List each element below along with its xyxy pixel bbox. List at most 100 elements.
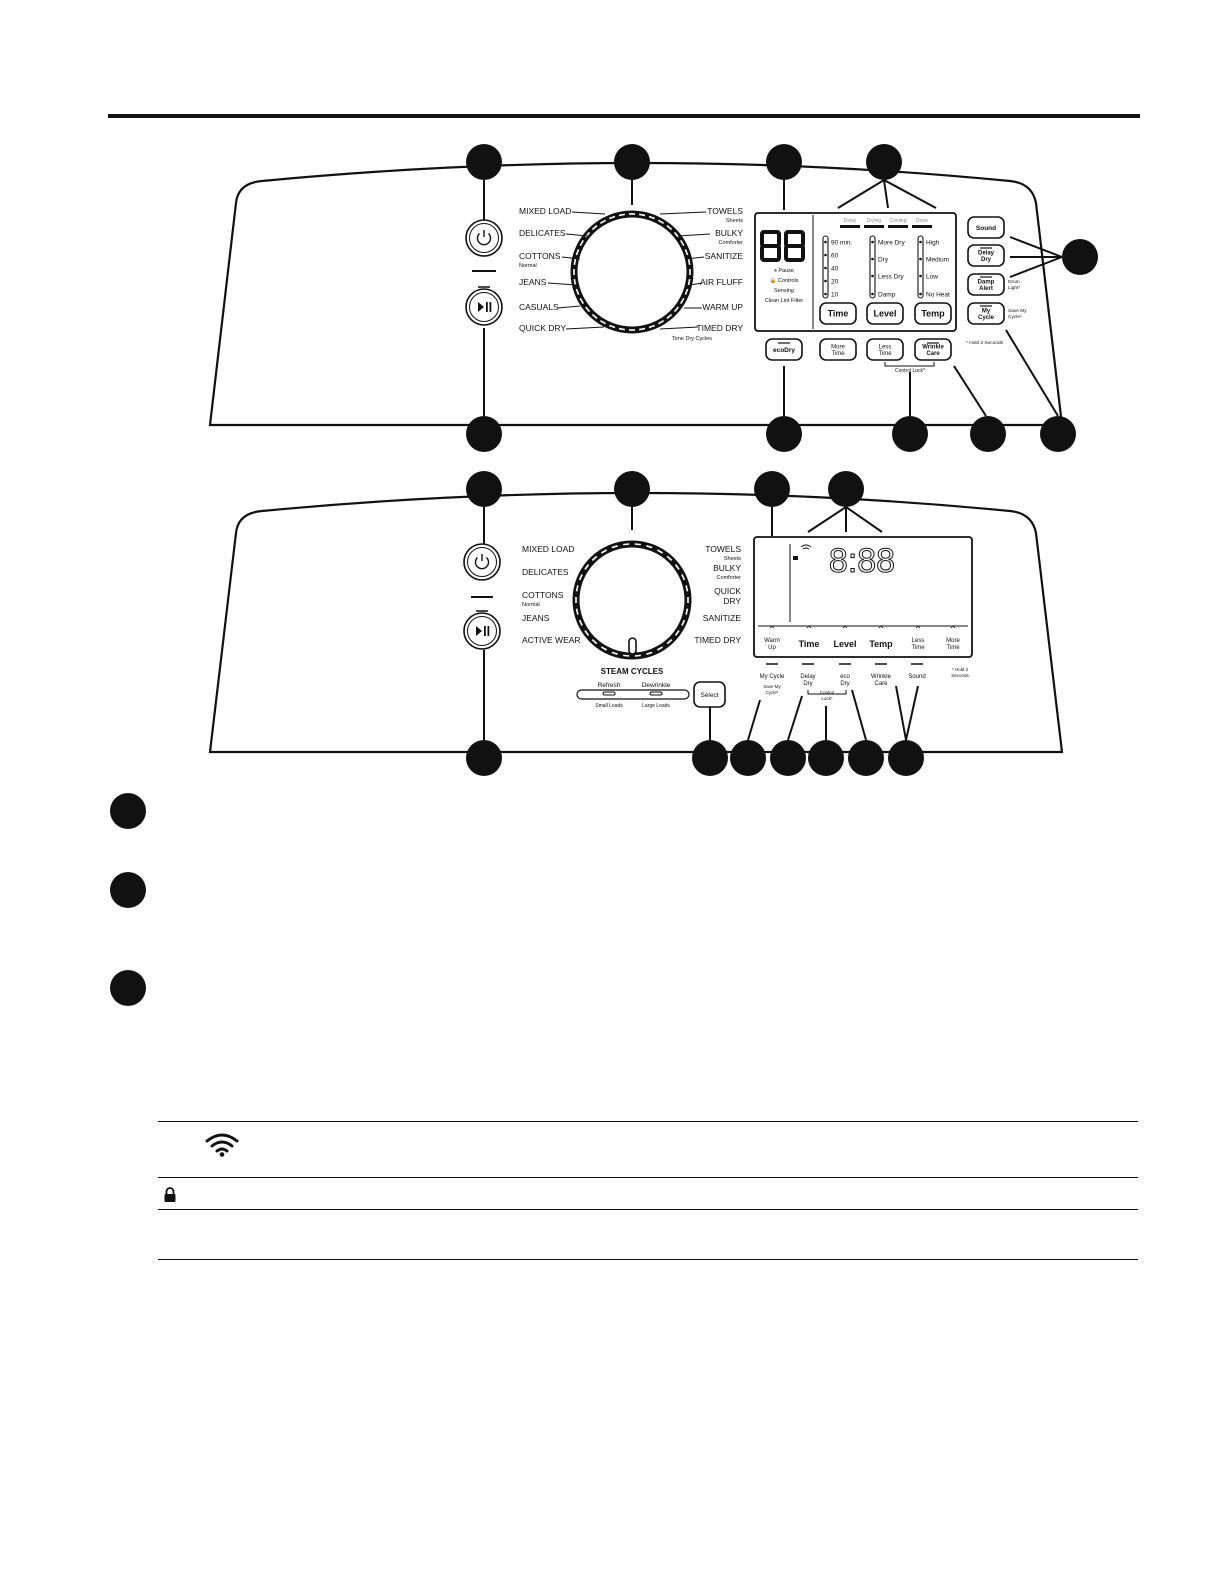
cycle-dial-gap xyxy=(687,258,691,266)
select-button[interactable]: Select xyxy=(693,681,726,708)
button-indicator xyxy=(915,625,921,629)
callout-line xyxy=(895,685,907,741)
less-time-button-frame xyxy=(866,338,904,361)
power-button-2[interactable] xyxy=(463,543,501,581)
level-options-dot xyxy=(871,292,874,296)
cycle-dial-gap xyxy=(600,219,606,224)
secondary-button-label[interactable]: Delay xyxy=(800,674,815,680)
display-button-1[interactable]: Time xyxy=(799,625,820,649)
secondary-button-label[interactable]: Dry xyxy=(840,681,849,687)
save-my-cycle-label: Cycle* xyxy=(765,690,778,695)
my-cycle-button-label: My xyxy=(982,308,991,314)
callout-line xyxy=(1009,256,1063,278)
damp-alert-button-frame xyxy=(967,273,1005,296)
cycle-dial-gap xyxy=(684,288,689,295)
sound-button[interactable]: Sound xyxy=(967,216,1005,239)
level-button-frame xyxy=(866,302,904,325)
secondary-button-label[interactable]: eco xyxy=(840,674,850,680)
power-button[interactable] xyxy=(465,219,503,257)
cycle-tick xyxy=(685,256,705,260)
page-header-rule xyxy=(108,114,1140,118)
less-time-button-label: Time xyxy=(878,351,892,357)
callout-line xyxy=(807,506,847,533)
cycle-sublabel: Normal xyxy=(519,263,537,269)
secondary-button-label[interactable]: Care xyxy=(874,681,888,687)
time-button[interactable]: Time xyxy=(819,302,857,325)
callout-bottom-p2-1 xyxy=(466,740,502,776)
cycle-label-left: CASUALS xyxy=(519,302,559,312)
time-options-dot xyxy=(824,240,827,244)
cycle-dial-gap xyxy=(609,215,616,220)
lock-icon xyxy=(163,1187,177,1208)
cycle-dial-2-gap xyxy=(575,608,579,615)
large-loads-label: Large Loads xyxy=(642,703,670,709)
temp-button[interactable]: Temp xyxy=(914,302,952,325)
control-lock-label: Control xyxy=(820,690,835,695)
time-options-option: 90 min. xyxy=(831,240,853,247)
cycle-dial-2-gap xyxy=(578,619,583,626)
cycle-dial-gap xyxy=(658,219,664,224)
secondary-button-label[interactable]: Sound xyxy=(908,674,925,680)
cycle-tick xyxy=(571,211,606,215)
time-button-label: Time xyxy=(828,309,849,319)
display-button-label: Up xyxy=(768,645,776,651)
cycle-label-left-2: ACTIVE WEAR xyxy=(522,635,581,645)
cycle-label-left: MIXED LOAD xyxy=(519,206,571,216)
table-rule-top xyxy=(158,1121,1138,1122)
wifi-icon-small xyxy=(800,544,812,550)
cycle-dial-gap xyxy=(618,213,626,217)
display-button-2[interactable]: Level xyxy=(833,625,857,649)
cycle-dial-2-gap xyxy=(623,654,630,657)
callout-line xyxy=(883,179,937,209)
cycle-label-right-2: SANITIZE xyxy=(703,613,742,623)
level-options-dot xyxy=(871,240,874,244)
display-button-3[interactable]: Temp xyxy=(869,625,893,649)
small-loads-label: Small Loads xyxy=(595,703,623,709)
power-button-ring xyxy=(465,219,503,257)
secondary-button-label[interactable]: Dry xyxy=(803,681,812,687)
cycle-dial-2-gap xyxy=(611,545,618,549)
cycle-dial-2-gap xyxy=(601,646,607,651)
display-button-label: Temp xyxy=(869,639,893,649)
start-pause-button-2[interactable] xyxy=(463,612,501,650)
cycle-dial-gap xyxy=(579,240,584,246)
level-button[interactable]: Level xyxy=(866,302,904,325)
drum-light-label: Light* xyxy=(1008,285,1020,291)
select-button-frame xyxy=(693,681,726,708)
temp-button-frame xyxy=(914,302,952,325)
secondary-button-label[interactable]: My Cycle xyxy=(760,674,785,680)
secondary-button-label[interactable]: Wrinkle xyxy=(871,674,892,680)
cycle-label-right: AIR FLUFF xyxy=(700,277,743,287)
hold-note-label: * Hold 3 xyxy=(952,667,969,672)
start-pause-button[interactable] xyxy=(465,288,503,326)
steam-cycles-title: STEAM CYCLES xyxy=(601,667,664,676)
ecodry-button[interactable]: ecoDry xyxy=(765,338,803,361)
level-options-dot xyxy=(871,274,874,278)
callout-top-p2-4 xyxy=(828,471,864,507)
cycle-dial-2-gap xyxy=(634,543,641,546)
cycle-label-right-2: QUICK xyxy=(714,586,741,596)
status-line: 🔒 Controls xyxy=(770,277,799,284)
play-icon xyxy=(478,302,484,312)
cycle-dial-gap xyxy=(575,249,580,256)
wrinkle-care-button-frame xyxy=(914,338,952,361)
display-1 xyxy=(754,212,957,332)
display-button-label: Less xyxy=(912,638,925,644)
cycle-label-right: WARM UP xyxy=(702,302,743,312)
button-indicator xyxy=(842,625,848,629)
cycle-dial-gap xyxy=(579,298,584,304)
section-bullet-1 xyxy=(110,793,146,829)
cycle-dial-gap xyxy=(666,313,673,319)
digit-bottom xyxy=(760,244,781,262)
level-options-option: More Dry xyxy=(878,240,905,247)
cycle-sublabel: Sheets xyxy=(724,556,741,562)
